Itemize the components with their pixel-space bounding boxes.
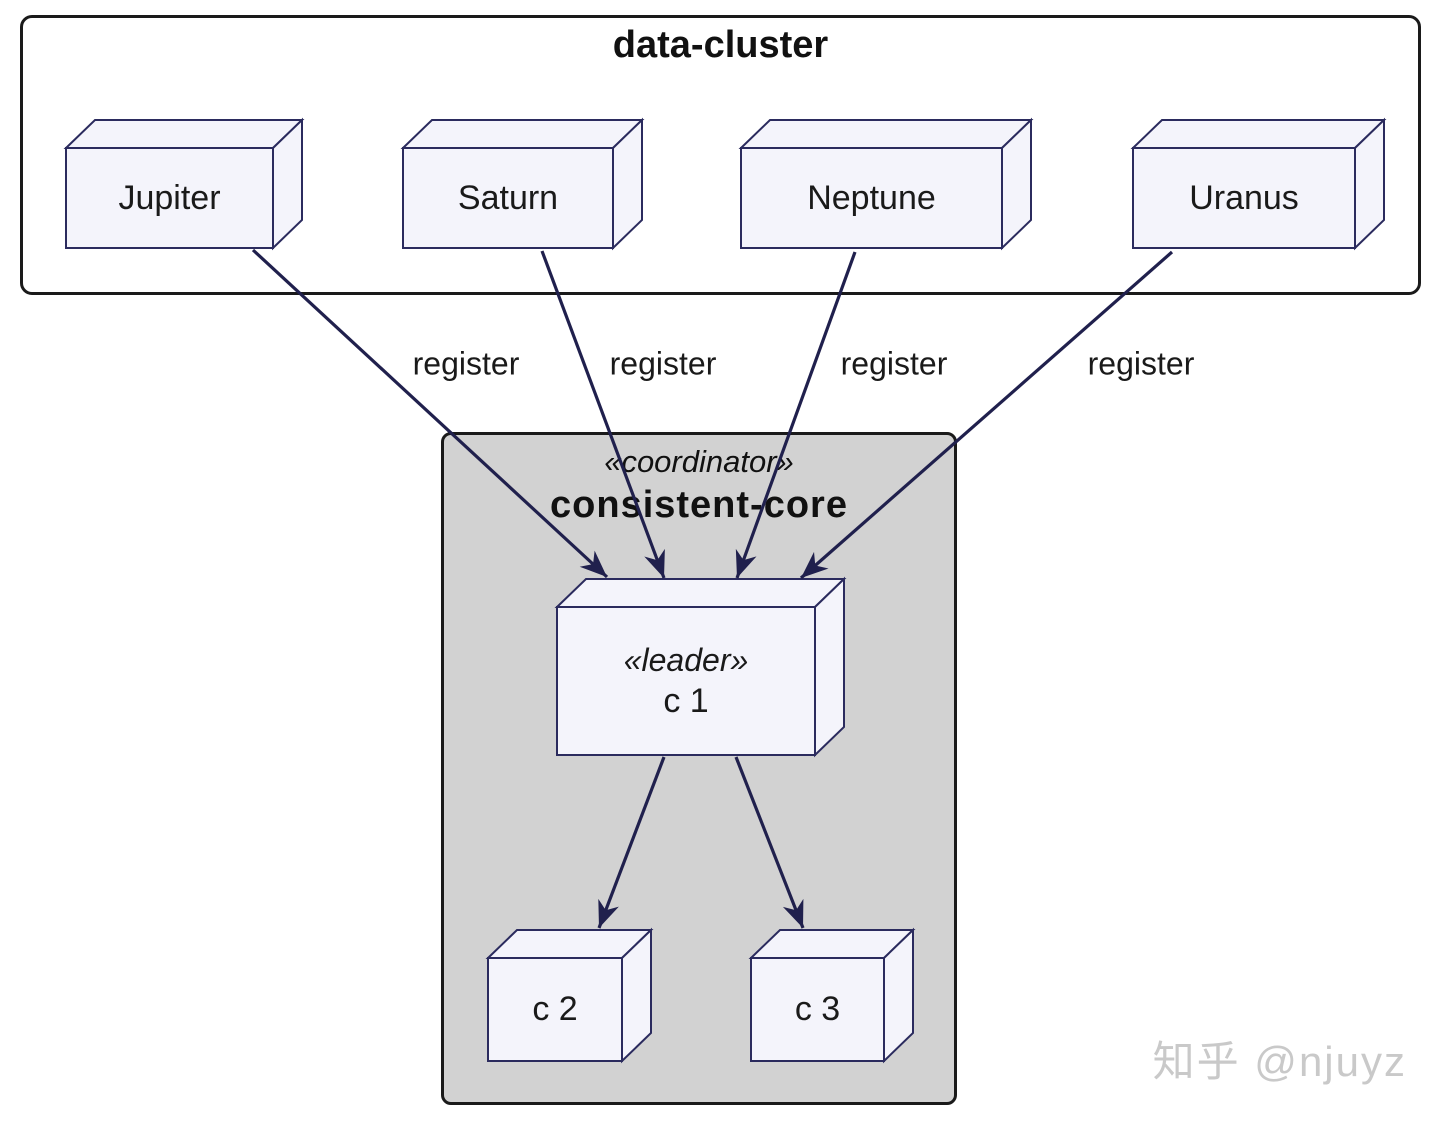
data-cluster-title: data-cluster	[612, 24, 829, 66]
node-shape	[400, 117, 645, 251]
node-shape	[1130, 117, 1387, 251]
coordinator-stereotype: «coordinator»	[604, 444, 794, 479]
node-shape	[485, 927, 654, 1064]
node-c3-label: c 3	[794, 990, 841, 1029]
node-neptune-label: Neptune	[807, 178, 936, 217]
node-neptune: Neptune	[738, 117, 1034, 251]
node-saturn: Saturn	[400, 117, 645, 251]
register-label-3: register	[840, 345, 948, 382]
node-c3: c 3	[748, 927, 916, 1064]
node-shape	[554, 576, 847, 758]
register-label-2: register	[609, 345, 717, 382]
node-c2: c 2	[485, 927, 654, 1064]
node-c2-label: c 2	[532, 990, 578, 1029]
node-jupiter-label: Jupiter	[118, 178, 221, 217]
register-label-4: register	[1087, 345, 1195, 382]
node-c1-label: «leader» c 1	[557, 607, 815, 755]
leader-stereotype: «leader»	[623, 641, 749, 678]
node-uranus: Uranus	[1130, 117, 1387, 251]
leader-name: c 1	[663, 681, 709, 720]
node-shape	[63, 117, 305, 251]
watermark-text: 知乎 @njuyz	[1152, 1038, 1407, 1085]
node-shape	[738, 117, 1034, 251]
node-saturn-label: Saturn	[457, 178, 559, 217]
register-label-1: register	[412, 345, 520, 382]
node-uranus-label: Uranus	[1189, 178, 1299, 217]
node-shape	[748, 927, 916, 1064]
node-jupiter: Jupiter	[63, 117, 305, 251]
node-c1-leader: «leader» c 1	[554, 576, 847, 758]
consistent-core-title: consistent-core	[550, 484, 848, 526]
